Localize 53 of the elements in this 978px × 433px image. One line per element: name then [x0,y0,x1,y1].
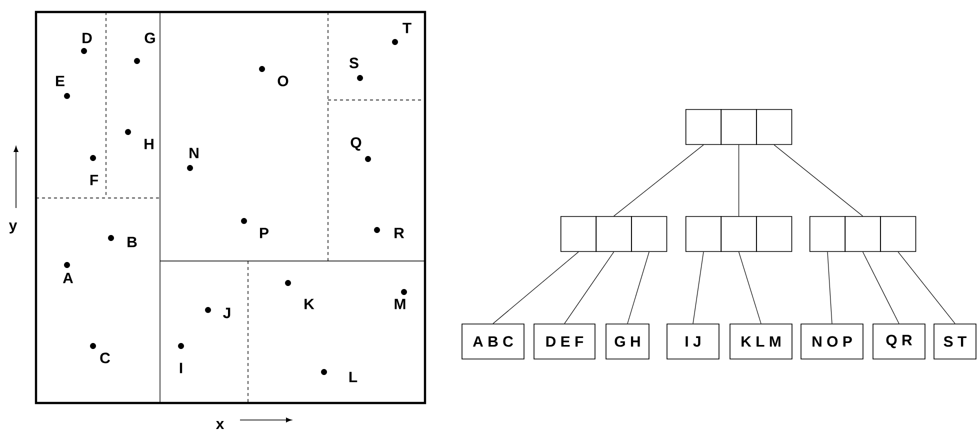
tree-edge [738,252,762,324]
tree-cell [880,216,916,252]
tree-cell [809,216,846,252]
tree-edge [827,252,832,324]
point-label: R [394,228,404,238]
tree-edge [564,252,614,324]
point-label: A [62,272,74,284]
leaf-box: Q R [872,324,926,360]
point-label: P [260,228,268,238]
point-label: H [144,138,154,150]
point-label: G [144,32,155,44]
leaf-box: I J [666,324,720,360]
tree-edge [492,252,579,324]
tree-edge [614,144,704,216]
tree-cell [720,216,757,252]
point-label: S [349,58,358,68]
point-label: B [128,236,137,248]
point-label: T [402,22,412,34]
point-label: O [278,76,288,86]
point-label: N [190,148,198,158]
leaf-box: G H [606,324,650,360]
point-label: D [82,32,92,44]
tree-cell [631,216,668,252]
point-label: M [394,298,406,310]
axis-label: y [8,222,18,234]
tree-cell [756,109,792,145]
tree-cell [844,216,881,252]
point-label: L [349,372,358,382]
point-label: K [304,298,314,310]
point-label: F [90,174,98,186]
point-label: I [180,362,182,374]
tree-cell [720,109,757,145]
tree-edge [738,144,740,216]
tree-edge [774,144,864,216]
tree-cell [756,216,792,252]
tree-cell [685,109,722,145]
point-label: J [223,308,230,318]
axis-label: x [216,421,224,429]
point-label: C [100,352,110,364]
leaf-box: K L M [730,324,792,360]
tree-edge [627,252,650,324]
leaf-box: A B C [462,324,524,360]
tree-cell [560,216,597,252]
tree-cell [596,216,632,252]
leaf-box: D E F [534,324,596,360]
tree-edge [862,252,900,324]
point-label: Q [350,137,362,151]
tree-cell [685,216,722,252]
leaf-box: S T [934,324,976,360]
tree-edge [898,252,956,324]
point-label: E [56,76,64,86]
leaf-box: N O P [800,324,864,360]
tree-edge [692,252,704,324]
